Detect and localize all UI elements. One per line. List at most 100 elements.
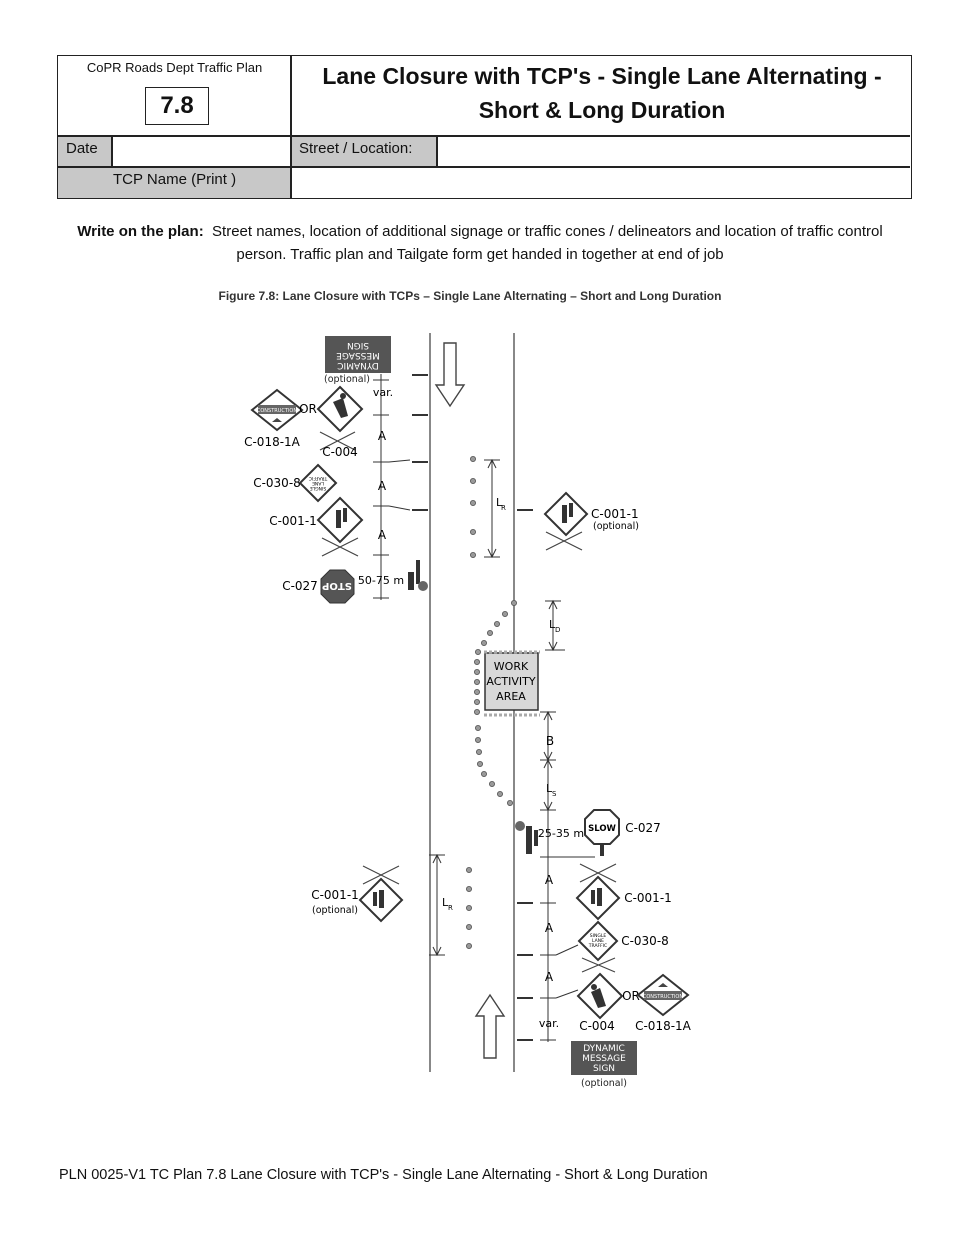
- delineator-dot: [473, 659, 480, 666]
- single-lane-text: SINGLE: [590, 933, 607, 939]
- dms-top-line2: MESSAGE: [336, 350, 380, 360]
- dms-top-optional: (optional): [324, 374, 370, 385]
- delineator-dot: [501, 611, 508, 618]
- bottom-dimension-line: [540, 857, 579, 1042]
- single-lane-traffic-sign-bottom: SINGLE LANE TRAFFIC: [577, 920, 619, 973]
- flagger-ahead-sign-top: [316, 496, 364, 557]
- dms-bottom-optional: (optional): [581, 1078, 627, 1089]
- c001-label-right: C-001-1: [591, 507, 639, 521]
- plan-number: 7.8: [145, 87, 209, 125]
- plan-title-line1: Lane Closure with TCP's - Single Lane Al…: [322, 63, 882, 89]
- dist-25-35-label: 25-35 m: [538, 827, 584, 840]
- dms-top-line1: DYNAMIC: [337, 360, 379, 370]
- header-divider: [436, 136, 438, 166]
- flagger-ahead-sign-right-optional: [543, 491, 589, 551]
- header-divider: [290, 56, 292, 198]
- delineator-dot: [473, 709, 480, 716]
- area-text: AREA: [496, 690, 526, 703]
- delineator-dot: [465, 886, 472, 893]
- single-lane-text: TRAFFIC: [309, 475, 328, 481]
- var-label-top: var.: [373, 386, 393, 399]
- dynamic-message-sign-bottom: DYNAMIC MESSAGE SIGN (optional): [571, 1041, 637, 1089]
- activity-text: ACTIVITY: [486, 675, 535, 688]
- delineator-dot: [473, 669, 480, 676]
- single-lane-text: SINGLE: [310, 485, 327, 491]
- ld-label: L: [549, 618, 556, 631]
- single-lane-traffic-sign-top: SINGLE LANE TRAFFIC: [298, 463, 338, 503]
- plan-title: Lane Closure with TCP's - Single Lane Al…: [291, 59, 913, 127]
- lr-sub-label-bottom: R: [448, 904, 453, 912]
- header-divider: [58, 135, 910, 137]
- a-label: A: [378, 528, 387, 542]
- var-label-bottom: var.: [539, 1017, 559, 1030]
- down-arrow-icon: [434, 342, 466, 408]
- delineator-dot: [465, 924, 472, 931]
- lr-sub-label: R: [501, 504, 506, 512]
- or-label-bottom: OR: [622, 989, 640, 1003]
- sign-post-markers: [412, 374, 533, 1041]
- delineator-dot: [469, 552, 476, 559]
- ld-sub-label: D: [555, 626, 560, 634]
- footer-text: PLN 0025-V1 TC Plan 7.8 Lane Closure wit…: [59, 1167, 708, 1183]
- delineator-dot: [510, 600, 517, 607]
- work-text: WORK: [494, 660, 529, 673]
- dept-name: CoPR Roads Dept Traffic Plan: [86, 60, 263, 75]
- plan-title-line2: Short & Long Duration: [478, 97, 726, 123]
- c001-label-left: C-001-1: [311, 888, 359, 902]
- date-label: Date: [66, 140, 98, 157]
- b-label: B: [546, 734, 554, 748]
- delineator-dot: [480, 771, 487, 778]
- ls-sub-label: S: [552, 790, 557, 798]
- flagger-person-bottom: [515, 821, 538, 854]
- construction-ahead-sign-bottom: CONSTRUCTION: [636, 973, 690, 1017]
- construction-text: CONSTRUCTION: [257, 408, 297, 414]
- flagger-ahead-sign-left-optional: [358, 865, 404, 923]
- instructions: Write on the plan: Street names, locatio…: [60, 220, 900, 266]
- header-divider: [58, 166, 910, 168]
- flagger-person-top: [408, 560, 428, 591]
- construction-text: CONSTRUCTION: [643, 994, 683, 1000]
- single-lane-text: TRAFFIC: [588, 943, 607, 949]
- b-ls-dimension: [540, 710, 595, 858]
- dynamic-message-sign-top: DYNAMIC MESSAGE SIGN (optional): [324, 336, 391, 385]
- delineator-dot: [465, 867, 472, 874]
- ld-dimension: [545, 599, 565, 652]
- c001-label-bottom: C-001-1: [624, 891, 672, 905]
- delineators-lower: [465, 725, 513, 950]
- delineator-dot: [496, 791, 503, 798]
- delineator-dot: [474, 737, 481, 744]
- delineator-dot: [480, 640, 487, 647]
- stop-paddle-top: STOP: [320, 569, 355, 604]
- delineator-dot: [475, 749, 482, 756]
- worker-sign-top: [316, 385, 364, 451]
- c030-label: C-030-8: [253, 476, 301, 490]
- delineator-dot: [469, 477, 476, 484]
- street-label-cell: [292, 137, 436, 166]
- delineator-dot: [465, 905, 472, 912]
- delineator-dot: [506, 800, 513, 807]
- top-dimension-line: [373, 374, 411, 600]
- figure-caption: Figure 7.8: Lane Closure with TCPs – Sin…: [218, 289, 722, 303]
- lr-label-bottom: L: [442, 896, 449, 909]
- c030-label-bottom: C-030-8: [621, 934, 669, 948]
- single-lane-text: LANE: [592, 938, 604, 944]
- street-location-label: Street / Location:: [299, 140, 413, 157]
- slow-text: SLOW: [588, 824, 616, 834]
- dms-bottom-line2: MESSAGE: [582, 1054, 626, 1064]
- or-label: OR: [299, 402, 317, 416]
- date-label-cell: [58, 137, 111, 166]
- delineator-dot: [473, 699, 480, 706]
- plan-header-table: CoPR Roads Dept Traffic Plan 7.8 Lane Cl…: [57, 55, 912, 199]
- construction-ahead-sign-top: CONSTRUCTION: [250, 388, 304, 432]
- instructions-lead: Write on the plan:: [77, 223, 204, 240]
- delineator-dot: [488, 781, 495, 788]
- c018-label-bottom: C-018-1A: [635, 1019, 692, 1033]
- a-label: A: [545, 873, 554, 887]
- c004-label-bottom: C-004: [579, 1019, 615, 1033]
- flagger-ahead-sign-bottom: [575, 863, 621, 921]
- c004-label: C-004: [322, 445, 358, 459]
- optional-label-right: (optional): [593, 521, 639, 532]
- c001-label: C-001-1: [269, 514, 317, 528]
- delineator-dot: [474, 725, 481, 732]
- delineator-dot: [469, 455, 476, 462]
